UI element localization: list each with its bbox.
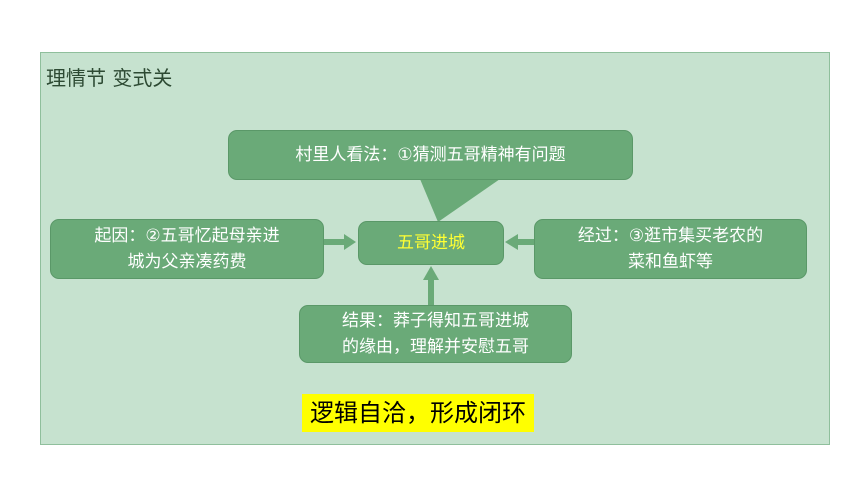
panel-title: 理情节 变式关 bbox=[46, 66, 173, 90]
arrow-right-to-center bbox=[505, 234, 534, 250]
node-result-line2: 的缘由，理解并安慰五哥 bbox=[342, 337, 529, 357]
arrow-left-to-center bbox=[324, 234, 356, 250]
conclusion-highlight: 逻辑自洽，形成闭环 bbox=[302, 394, 534, 432]
node-result-line1: 结果：莽子得知五哥进城 bbox=[342, 311, 529, 331]
node-cause: 起因：②五哥忆起母亲进 城为父亲凑药费 bbox=[50, 219, 324, 279]
node-center-event-text: 五哥进城 bbox=[397, 233, 465, 253]
arrow-bottom-to-center bbox=[423, 266, 439, 305]
node-cause-line1: 起因：②五哥忆起母亲进 bbox=[94, 226, 280, 246]
node-result: 结果：莽子得知五哥进城 的缘由，理解并安慰五哥 bbox=[299, 305, 572, 363]
node-village-opinion: 村里人看法：①猜测五哥精神有问题 bbox=[228, 130, 633, 180]
node-process-line1: 经过：③逛市集买老农的 bbox=[577, 226, 764, 246]
node-cause-line2: 城为父亲凑药费 bbox=[127, 252, 247, 272]
node-process-line2: 菜和鱼虾等 bbox=[628, 252, 713, 272]
node-village-opinion-text: 村里人看法：①猜测五哥精神有问题 bbox=[295, 145, 566, 165]
node-process: 经过：③逛市集买老农的 菜和鱼虾等 bbox=[534, 219, 807, 279]
callout-pointer bbox=[420, 179, 500, 222]
node-center-event: 五哥进城 bbox=[358, 221, 504, 265]
